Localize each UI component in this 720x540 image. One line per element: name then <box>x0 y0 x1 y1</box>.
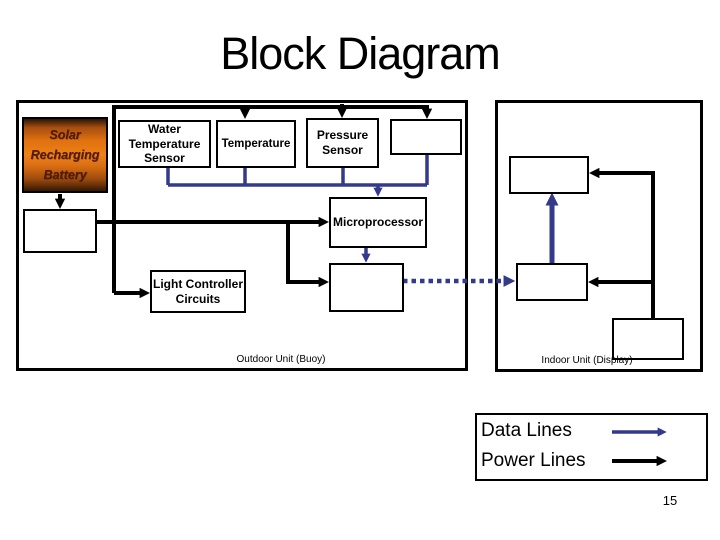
legend-data-lines-label: Data Lines <box>481 420 572 441</box>
indoor-unlabeled-box-middle <box>516 263 588 301</box>
indoor-power-line-to-top-box-arrow <box>589 167 655 318</box>
outdoor-unit-label: Outdoor Unit (Buoy) <box>236 354 326 365</box>
pressure-sensor-box: Pressure Sensor <box>306 118 379 168</box>
power-line-top-bus <box>112 105 433 293</box>
indoor-unlabeled-box-bottom <box>612 318 684 360</box>
temperature-sensor-box: Temperature <box>216 120 296 168</box>
page-title: Block Diagram <box>220 28 501 79</box>
solar-recharging-battery-box: Solar Recharging Battery <box>22 117 108 193</box>
unlabeled-box-below-battery <box>23 209 97 253</box>
water-temperature-sensor-box: Water Temperature Sensor <box>118 120 211 168</box>
microprocessor-box: Microprocessor <box>329 197 427 248</box>
legend-power-lines-label: Power Lines <box>481 450 586 471</box>
power-line-to-lower-box-arrow <box>286 222 329 288</box>
indoor-unlabeled-box-top <box>509 156 589 194</box>
legend-box <box>475 413 708 481</box>
data-line-sensor-bus <box>166 154 429 187</box>
unlabeled-sensor-box <box>390 119 462 155</box>
light-controller-circuits-box: Light Controller Circuits <box>150 270 246 313</box>
indoor-unit-label: Indoor Unit (Display) <box>541 355 633 366</box>
page-number: 15 <box>662 493 678 508</box>
unlabeled-box-below-microprocessor <box>329 263 404 312</box>
